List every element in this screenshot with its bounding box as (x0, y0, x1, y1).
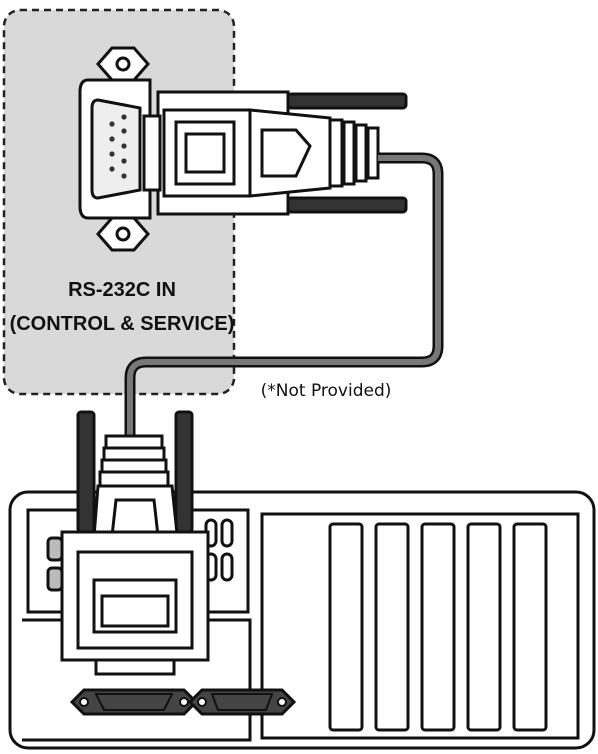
port-label-line2: (CONTROL & SERVICE) (10, 313, 235, 335)
pc-vga-port-right (187, 688, 297, 716)
db9-port-icon (78, 46, 152, 252)
serial-plug-icon (60, 410, 210, 676)
serial-cable (124, 152, 444, 438)
cable-note: (*Not Provided) (261, 381, 392, 401)
pc-serial-port-left (69, 688, 199, 716)
port-label-line1: RS-232C IN (68, 279, 176, 301)
serial-plug-icon (142, 90, 408, 216)
